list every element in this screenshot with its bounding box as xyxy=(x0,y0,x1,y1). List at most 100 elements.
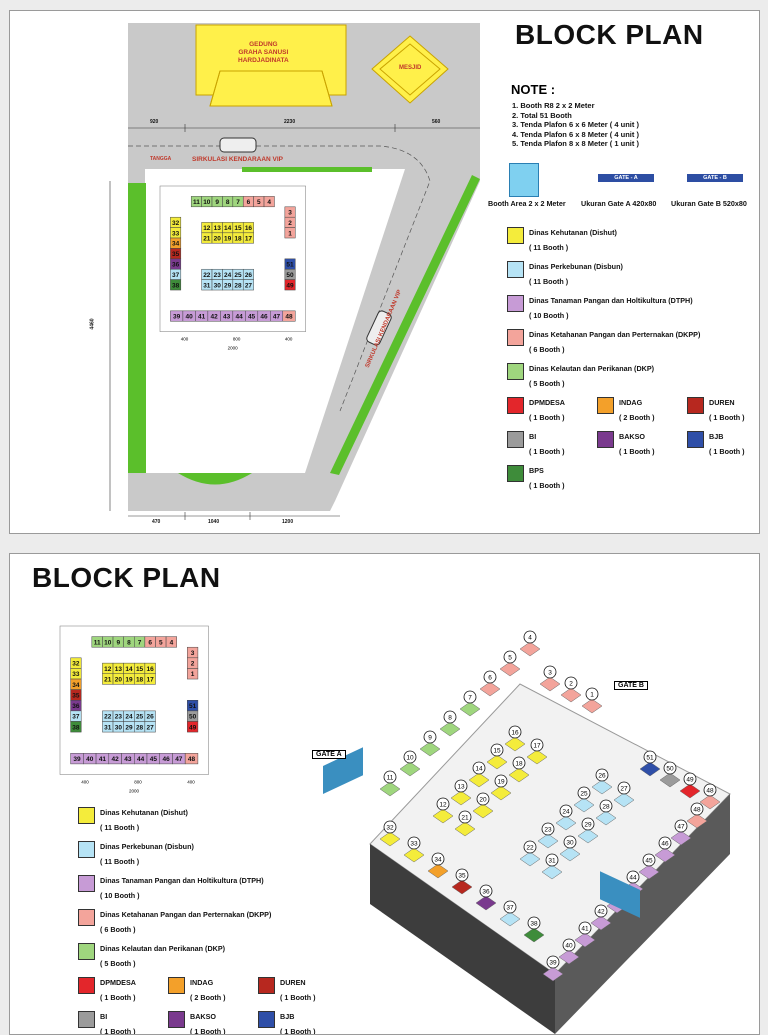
iso-booth-number: 2 xyxy=(569,681,573,688)
iso-booth-number: 49 xyxy=(686,777,694,784)
iso-booth-number: 21 xyxy=(461,815,469,822)
dim-top-2: 2230 xyxy=(284,119,296,125)
legend-count: ( 1 Booth ) xyxy=(100,993,136,1002)
iso-booth-marker xyxy=(403,750,417,764)
booth-49 xyxy=(187,721,199,733)
booth-number: 24 xyxy=(224,272,232,279)
iso-booth-marker xyxy=(407,836,421,850)
legend-item: Dinas Tanaman Pangan dan Holtikultura (D… xyxy=(507,295,747,327)
legend-name: DUREN xyxy=(709,398,735,407)
booth-number: 19 xyxy=(224,236,232,243)
page-title: BLOCK PLAN xyxy=(515,19,704,50)
legend-swatch xyxy=(258,1011,275,1028)
legend-name: Dinas Kehutanan (Dishut) xyxy=(100,808,188,817)
legend-item: Dinas Kehutanan (Dishut) ( 11 Booth ) xyxy=(78,807,318,839)
legend-swatch xyxy=(507,397,524,414)
iso-booth-51 xyxy=(639,761,661,777)
iso-booth-number: 40 xyxy=(565,943,573,950)
iso-booth-number: 35 xyxy=(458,873,466,880)
booth-area-diagram xyxy=(509,163,539,197)
iso-booth-47 xyxy=(670,830,692,846)
iso-booth-49 xyxy=(679,783,701,799)
isometric-render: 1110987654321323334353637383940414243444… xyxy=(323,630,731,1034)
iso-booth-marker xyxy=(595,768,609,782)
iso-booth-number: 5 xyxy=(508,655,512,662)
iso-booth-number: 34 xyxy=(434,857,442,864)
iso-booth-18 xyxy=(508,767,530,783)
booth-number: 44 xyxy=(235,314,243,321)
legend-swatch xyxy=(597,431,614,448)
layout-dim: 800 xyxy=(134,780,142,785)
booth-number: 24 xyxy=(125,714,133,721)
booth-number: 16 xyxy=(245,225,253,232)
iso-booth-5 xyxy=(499,661,521,677)
iso-booth-number: 17 xyxy=(533,743,541,750)
legend-item: Dinas Kelautan dan Perikanan (DKP) ( 5 B… xyxy=(507,363,747,395)
iso-booth-number: 51 xyxy=(646,755,654,762)
iso-booth-marker xyxy=(483,670,497,684)
booth-number: 45 xyxy=(150,756,158,763)
layout-dim: 400 xyxy=(81,780,89,785)
iso-booth-number: 38 xyxy=(530,921,538,928)
booth-number: 10 xyxy=(104,639,112,646)
legend-swatch xyxy=(597,397,614,414)
gate-a-structure xyxy=(323,747,363,794)
legend-count: ( 11 Booth ) xyxy=(529,277,569,286)
iso-booth-marker xyxy=(454,779,468,793)
iso-booth-number: 37 xyxy=(506,905,514,912)
legend-swatch xyxy=(687,397,704,414)
iso-booth-marker xyxy=(546,955,560,969)
booth-number: 32 xyxy=(172,220,180,227)
booth-17 xyxy=(144,673,156,685)
booth-number: 43 xyxy=(124,756,132,763)
iso-booth-31 xyxy=(541,864,563,880)
iso-booth-11 xyxy=(379,781,401,797)
road-label-top: SIRKULASI KENDARAAN VIP xyxy=(192,156,284,163)
legend-count: ( 1 Booth ) xyxy=(619,447,655,456)
legend-count: ( 1 Booth ) xyxy=(529,481,565,490)
iso-booth-number: 32 xyxy=(386,825,394,832)
iso-booth-32 xyxy=(379,831,401,847)
gate-b-diagram: GATE - B xyxy=(687,174,743,182)
iso-booth-39 xyxy=(542,966,564,982)
iso-booth-37 xyxy=(499,911,521,927)
legend-name: INDAG xyxy=(619,398,643,407)
booth-number: 4 xyxy=(267,199,271,206)
iso-booth-2 xyxy=(560,687,582,703)
booth-number: 34 xyxy=(172,241,180,248)
iso-booth-48 xyxy=(686,813,708,829)
iso-booth-21 xyxy=(454,821,476,837)
legend-item-small: BI ( 1 Booth ) xyxy=(507,431,592,463)
booth-number: 15 xyxy=(136,666,144,673)
iso-booth-number: 33 xyxy=(410,841,418,848)
iso-booth-29 xyxy=(577,828,599,844)
iso-booth-number: 7 xyxy=(468,695,472,702)
booth-number: 13 xyxy=(214,225,222,232)
iso-booth-number: 29 xyxy=(584,822,592,829)
booth-number: 17 xyxy=(147,677,155,684)
notes-list: 1. Booth R8 2 x 2 Meter 2. Total 51 Boot… xyxy=(512,101,639,149)
iso-booth-28 xyxy=(595,810,617,826)
iso-booth-marker xyxy=(674,819,688,833)
legend-name: BAKSO xyxy=(190,1012,216,1021)
iso-booth-number: 25 xyxy=(580,791,588,798)
booth-number: 11 xyxy=(94,639,101,646)
iso-booth-6 xyxy=(479,681,501,697)
legend-item-small: DPMDESA ( 1 Booth ) xyxy=(507,397,592,429)
booth-number: 48 xyxy=(188,756,196,763)
iso-booth-14 xyxy=(468,772,490,788)
booth-number: 39 xyxy=(73,756,81,763)
iso-booth-number: 4 xyxy=(528,635,532,642)
iso-booth-marker xyxy=(455,868,469,882)
page-title-2: BLOCK PLAN xyxy=(32,562,221,593)
booth-number: 31 xyxy=(203,282,211,289)
iso-booth-number: 18 xyxy=(515,761,523,768)
legend-name: BJB xyxy=(280,1012,295,1021)
booth-number: 25 xyxy=(136,714,144,721)
iso-booth-38 xyxy=(523,927,545,943)
legend-swatch xyxy=(78,875,95,892)
booth-number: 11 xyxy=(193,199,200,206)
iso-booth-number: 42 xyxy=(597,909,605,916)
